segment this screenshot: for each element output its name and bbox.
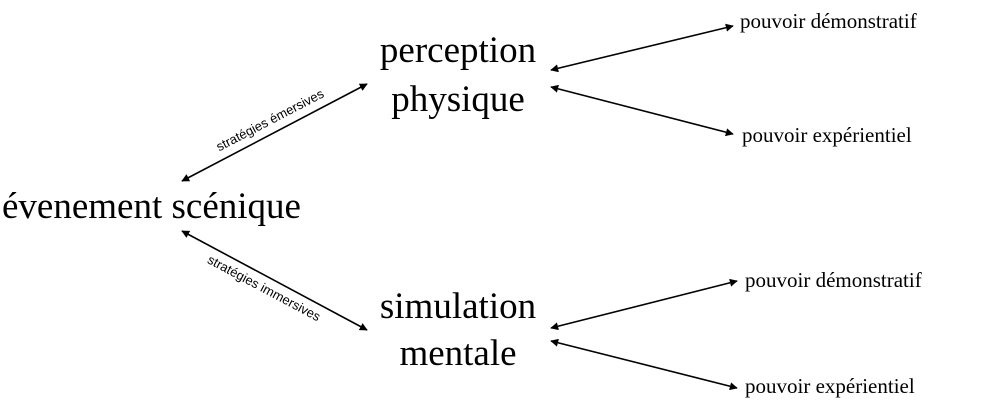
node-top-demonstratif: pouvoir démonstratif (740, 9, 917, 33)
arrow-simulation-to-demonstratif (550, 278, 738, 331)
node-bottom-experientiel: pouvoir expérientiel (745, 374, 915, 398)
node-top-experientiel: pouvoir expérientiel (742, 123, 912, 147)
arrow-root-to-simulation (181, 230, 368, 331)
node-simulation-line2: mentale (399, 333, 516, 374)
node-perception-line1: perception (380, 30, 536, 71)
arrow-root-to-perception (181, 83, 368, 182)
arrow-perception-to-experientiel (550, 84, 734, 137)
edge-label-emersives: stratégies émersives (214, 86, 327, 155)
arrow-simulation-to-experientiel (550, 338, 738, 391)
node-bottom-demonstratif: pouvoir démonstratif (745, 268, 922, 292)
node-simulation-line1: simulation (380, 286, 536, 327)
node-evenement-scenique: évenement scénique (2, 186, 301, 227)
node-perception-line2: physique (391, 79, 525, 120)
arrow-perception-to-demonstratif (550, 23, 734, 73)
edge-label-immersives: stratégies immersives (205, 252, 323, 324)
